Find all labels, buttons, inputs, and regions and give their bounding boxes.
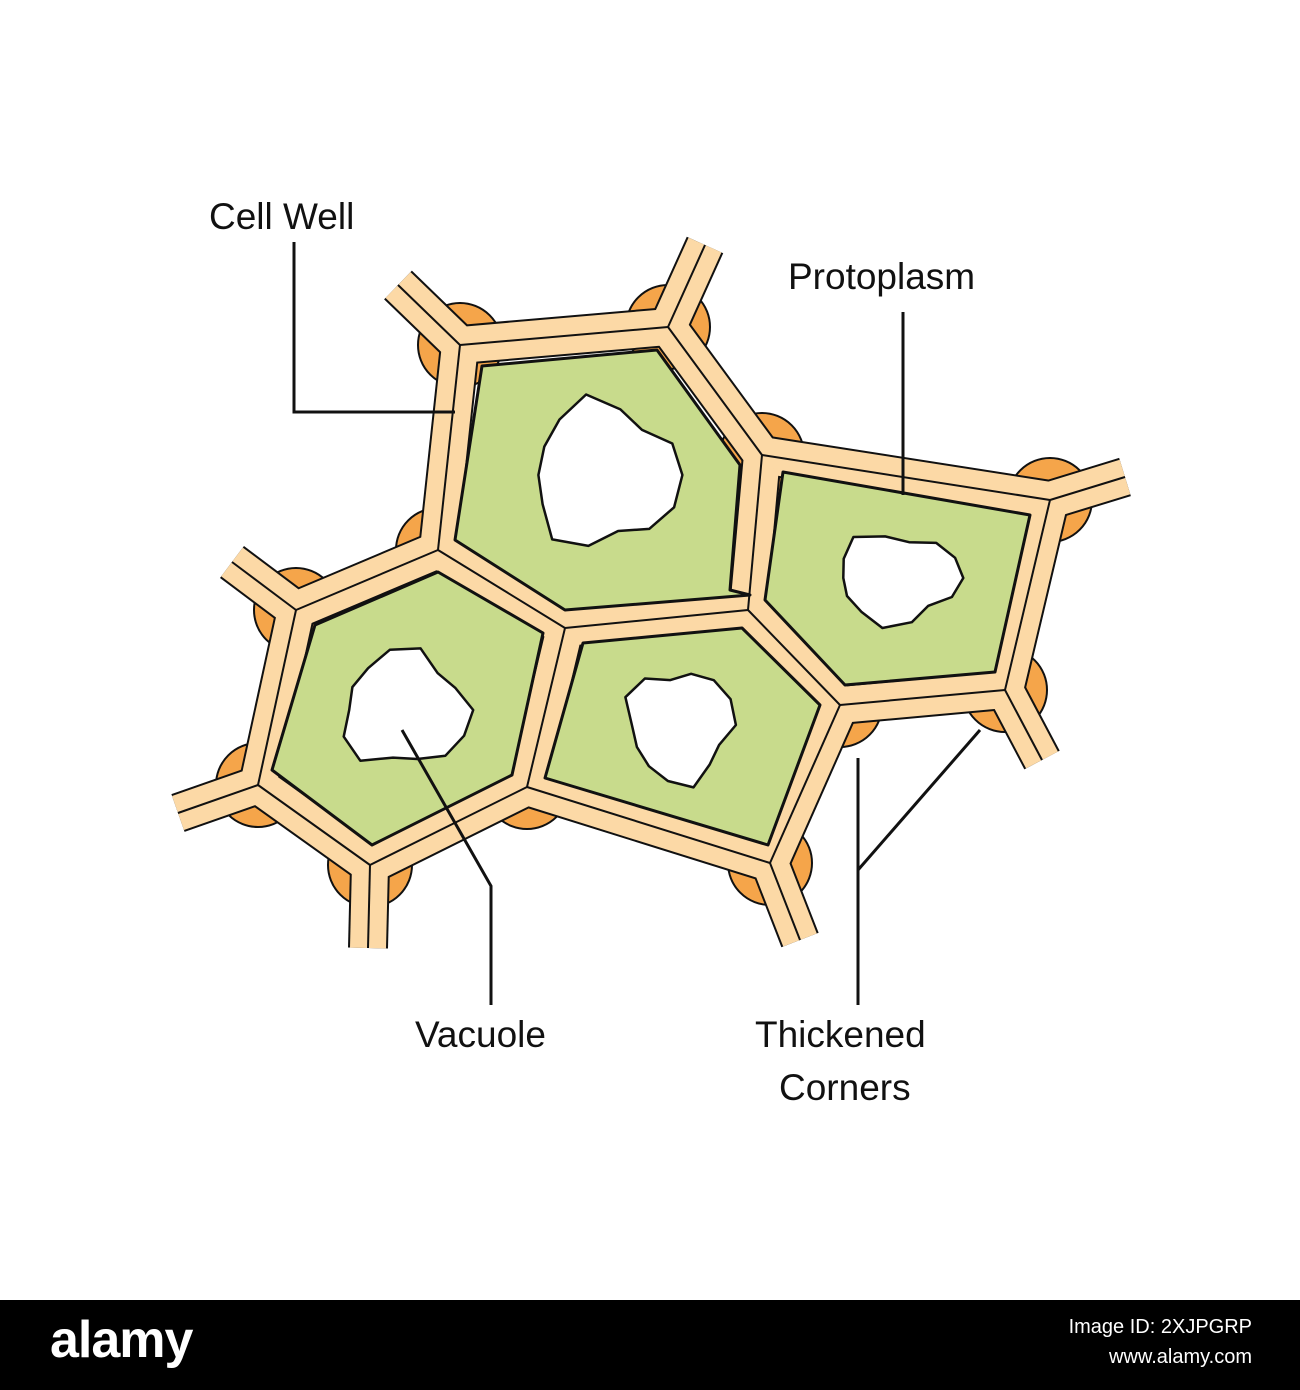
middle-lamella (667, 326, 763, 456)
middle-lamella (526, 627, 566, 788)
middle-lamella (564, 609, 749, 629)
label-cell-wall: Cell Well (209, 196, 354, 237)
middle-lamella (761, 454, 1051, 501)
middle-lamella (1004, 499, 1051, 691)
middle-lamella (367, 864, 371, 949)
vacuole (624, 672, 738, 789)
middle-lamella (667, 244, 706, 328)
cells (270, 348, 1032, 847)
leader-lines (292, 242, 982, 1005)
middle-lamella (397, 284, 461, 346)
middle-lamella (1004, 689, 1043, 761)
vacuole (342, 647, 475, 762)
middle-lamella (231, 561, 297, 611)
middle-lamella (257, 609, 297, 786)
cell-walls (171, 236, 1131, 949)
leader-line (292, 242, 455, 414)
image-id: Image ID: 2XJPGRP (1068, 1316, 1252, 1338)
label-vacuole: Vacuole (415, 1014, 546, 1055)
leader-line (400, 729, 493, 1005)
vacuole (842, 535, 965, 630)
middle-lamella (459, 326, 669, 346)
middle-lamella (437, 549, 566, 629)
middle-lamella (769, 862, 801, 941)
middle-lamella (526, 786, 771, 864)
middle-lamella (839, 689, 1006, 706)
middle-lamella (747, 454, 763, 611)
site-url: www.alamy.com (1109, 1346, 1252, 1368)
footer-bar: alamy Image ID: 2XJPGRP www.alamy.com (0, 1300, 1300, 1390)
middle-lamella (1049, 476, 1126, 501)
label-protoplasm: Protoplasm (788, 256, 975, 297)
label-thickened-corners-line1: Thickened (755, 1014, 926, 1055)
middle-lamella (177, 784, 259, 814)
middle-lamella (437, 344, 461, 551)
middle-lamella (295, 549, 439, 611)
label-thickened-corners-line2: Corners (779, 1067, 911, 1108)
vacuole (537, 393, 684, 548)
middle-lamella (257, 784, 371, 866)
middle-lamella (369, 786, 528, 866)
middle-lamella (769, 704, 841, 864)
alamy-logo: alamy (50, 1311, 193, 1369)
middle-lamella (747, 609, 841, 706)
collenchyma-diagram: Cell Well Protoplasm Vacuole Thickened C… (171, 196, 1131, 1108)
leader-line (856, 729, 982, 871)
